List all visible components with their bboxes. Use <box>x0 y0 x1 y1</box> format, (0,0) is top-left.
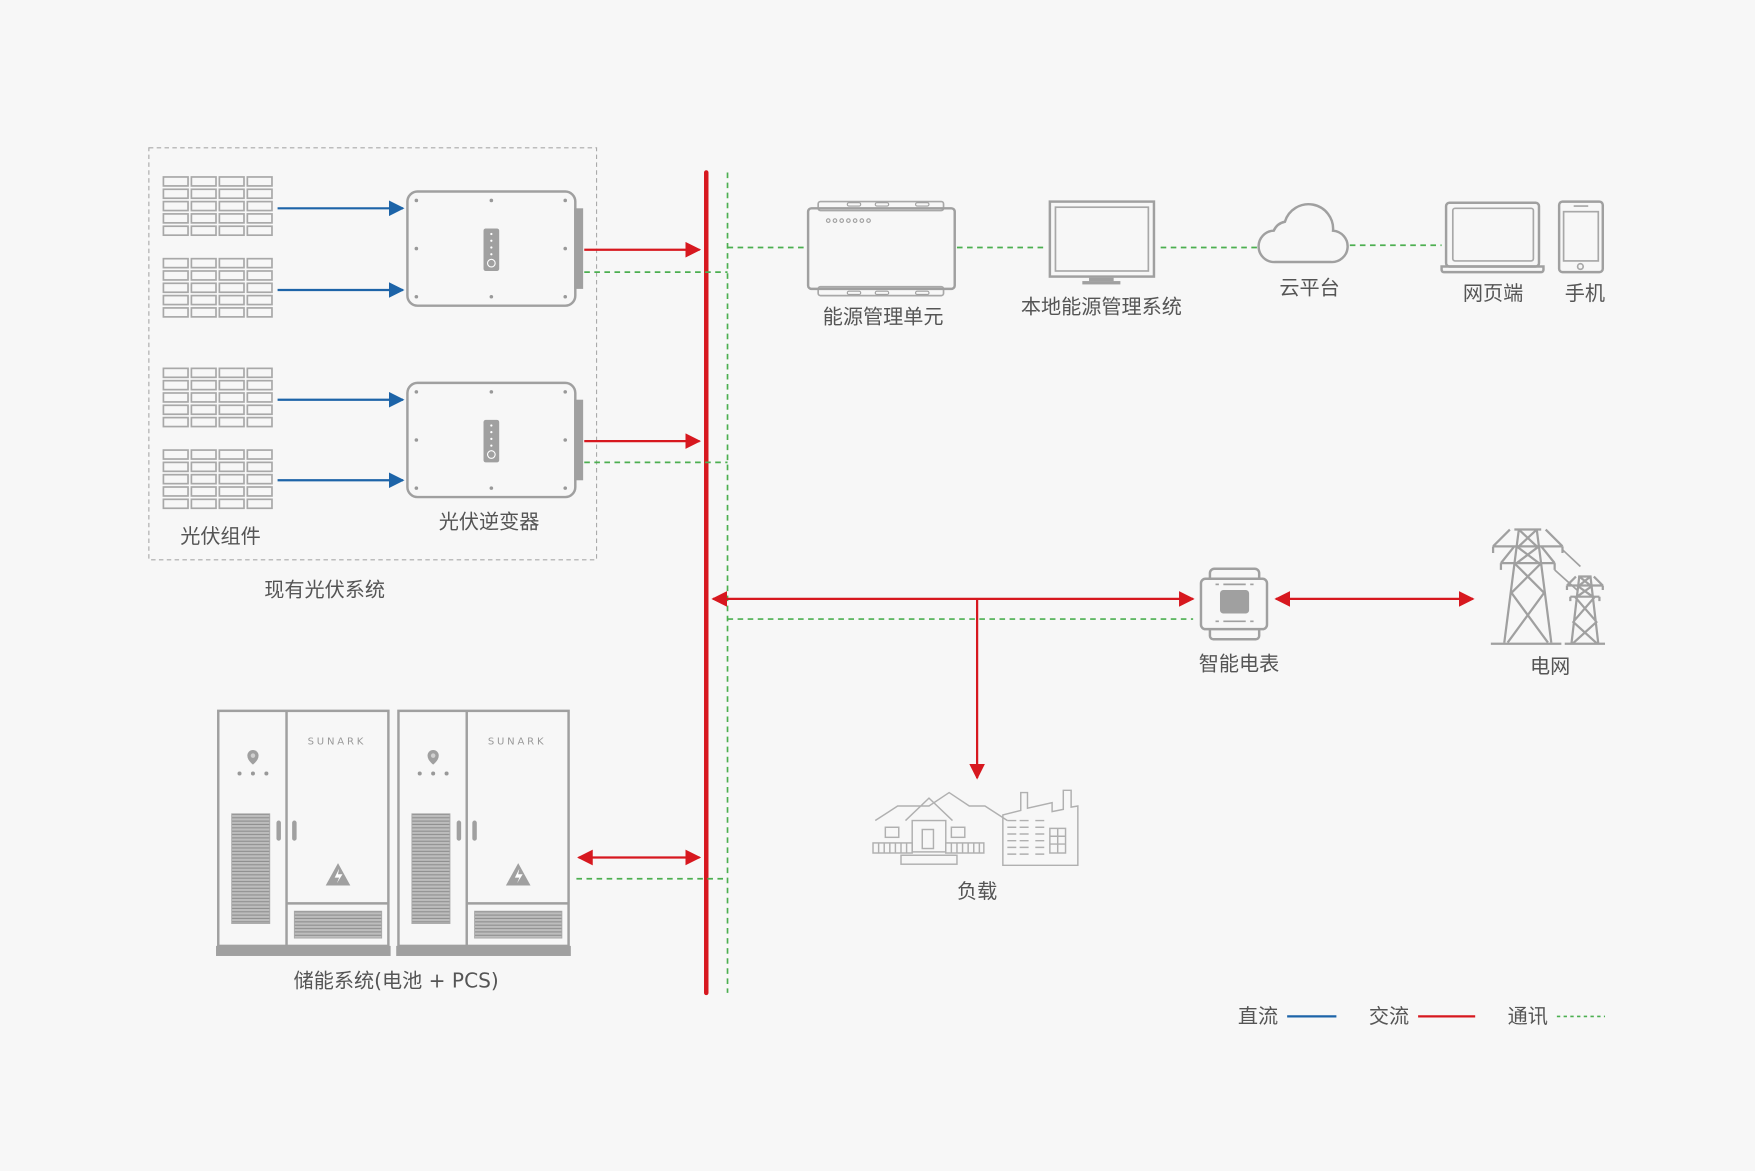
power-tower-icon <box>1490 528 1606 645</box>
solar-panel-icon <box>162 176 273 237</box>
monitor-icon <box>1048 200 1156 285</box>
smart-meter-icon <box>1199 567 1269 641</box>
cabinet-brand-label: SUNARK <box>488 736 547 747</box>
solar-panel-icon <box>162 449 273 510</box>
battery-cabinet-icon <box>394 709 573 958</box>
pv-module-array <box>162 176 273 510</box>
pv-system-group: 光伏组件 光伏逆变器 <box>148 147 598 561</box>
inverter-icon <box>406 190 585 307</box>
laptop-icon <box>1440 201 1545 274</box>
mobile-label: 手机 <box>1565 281 1605 305</box>
solar-panel-icon <box>162 257 273 318</box>
cloud-icon <box>1257 203 1349 264</box>
legend-item-ac: 交流 <box>1369 1004 1476 1028</box>
grid-label: 电网 <box>1530 654 1570 678</box>
pv-modules-label: 光伏组件 <box>180 524 261 548</box>
house-icon <box>872 791 1008 865</box>
pv-system-group-label: 现有光伏系统 <box>264 578 385 602</box>
cabinet-brand-label: SUNARK <box>308 736 367 747</box>
storage-label: 储能系统(电池 + PCS) <box>294 968 499 992</box>
web-label: 网页端 <box>1463 281 1523 305</box>
load-label: 负载 <box>957 879 997 903</box>
local-ems-label: 本地能源管理系统 <box>1021 295 1182 319</box>
battery-cabinet-icon <box>214 709 392 958</box>
legend-item-dc: 直流 <box>1238 1004 1337 1028</box>
cloud-label: 云平台 <box>1279 275 1339 299</box>
solar-panel-icon <box>162 367 273 428</box>
storage-cabinets: SUNARK SUNARK <box>214 709 573 958</box>
legend: 直流 交流 通讯 <box>1238 1004 1606 1028</box>
legend-label: 交流 <box>1369 1004 1409 1028</box>
inverter-icon <box>406 381 585 499</box>
legend-label: 通讯 <box>1508 1004 1548 1028</box>
smart-meter-label: 智能电表 <box>1199 652 1280 676</box>
pv-system-box <box>148 147 598 561</box>
legend-label: 直流 <box>1238 1004 1278 1028</box>
factory-icon <box>1002 789 1079 867</box>
ems-unit <box>806 200 956 297</box>
ems-unit-label: 能源管理单元 <box>823 305 944 329</box>
phone-icon <box>1557 200 1605 274</box>
legend-item-comm: 通讯 <box>1508 1004 1606 1028</box>
pv-inverter-label: 光伏逆变器 <box>439 509 540 533</box>
